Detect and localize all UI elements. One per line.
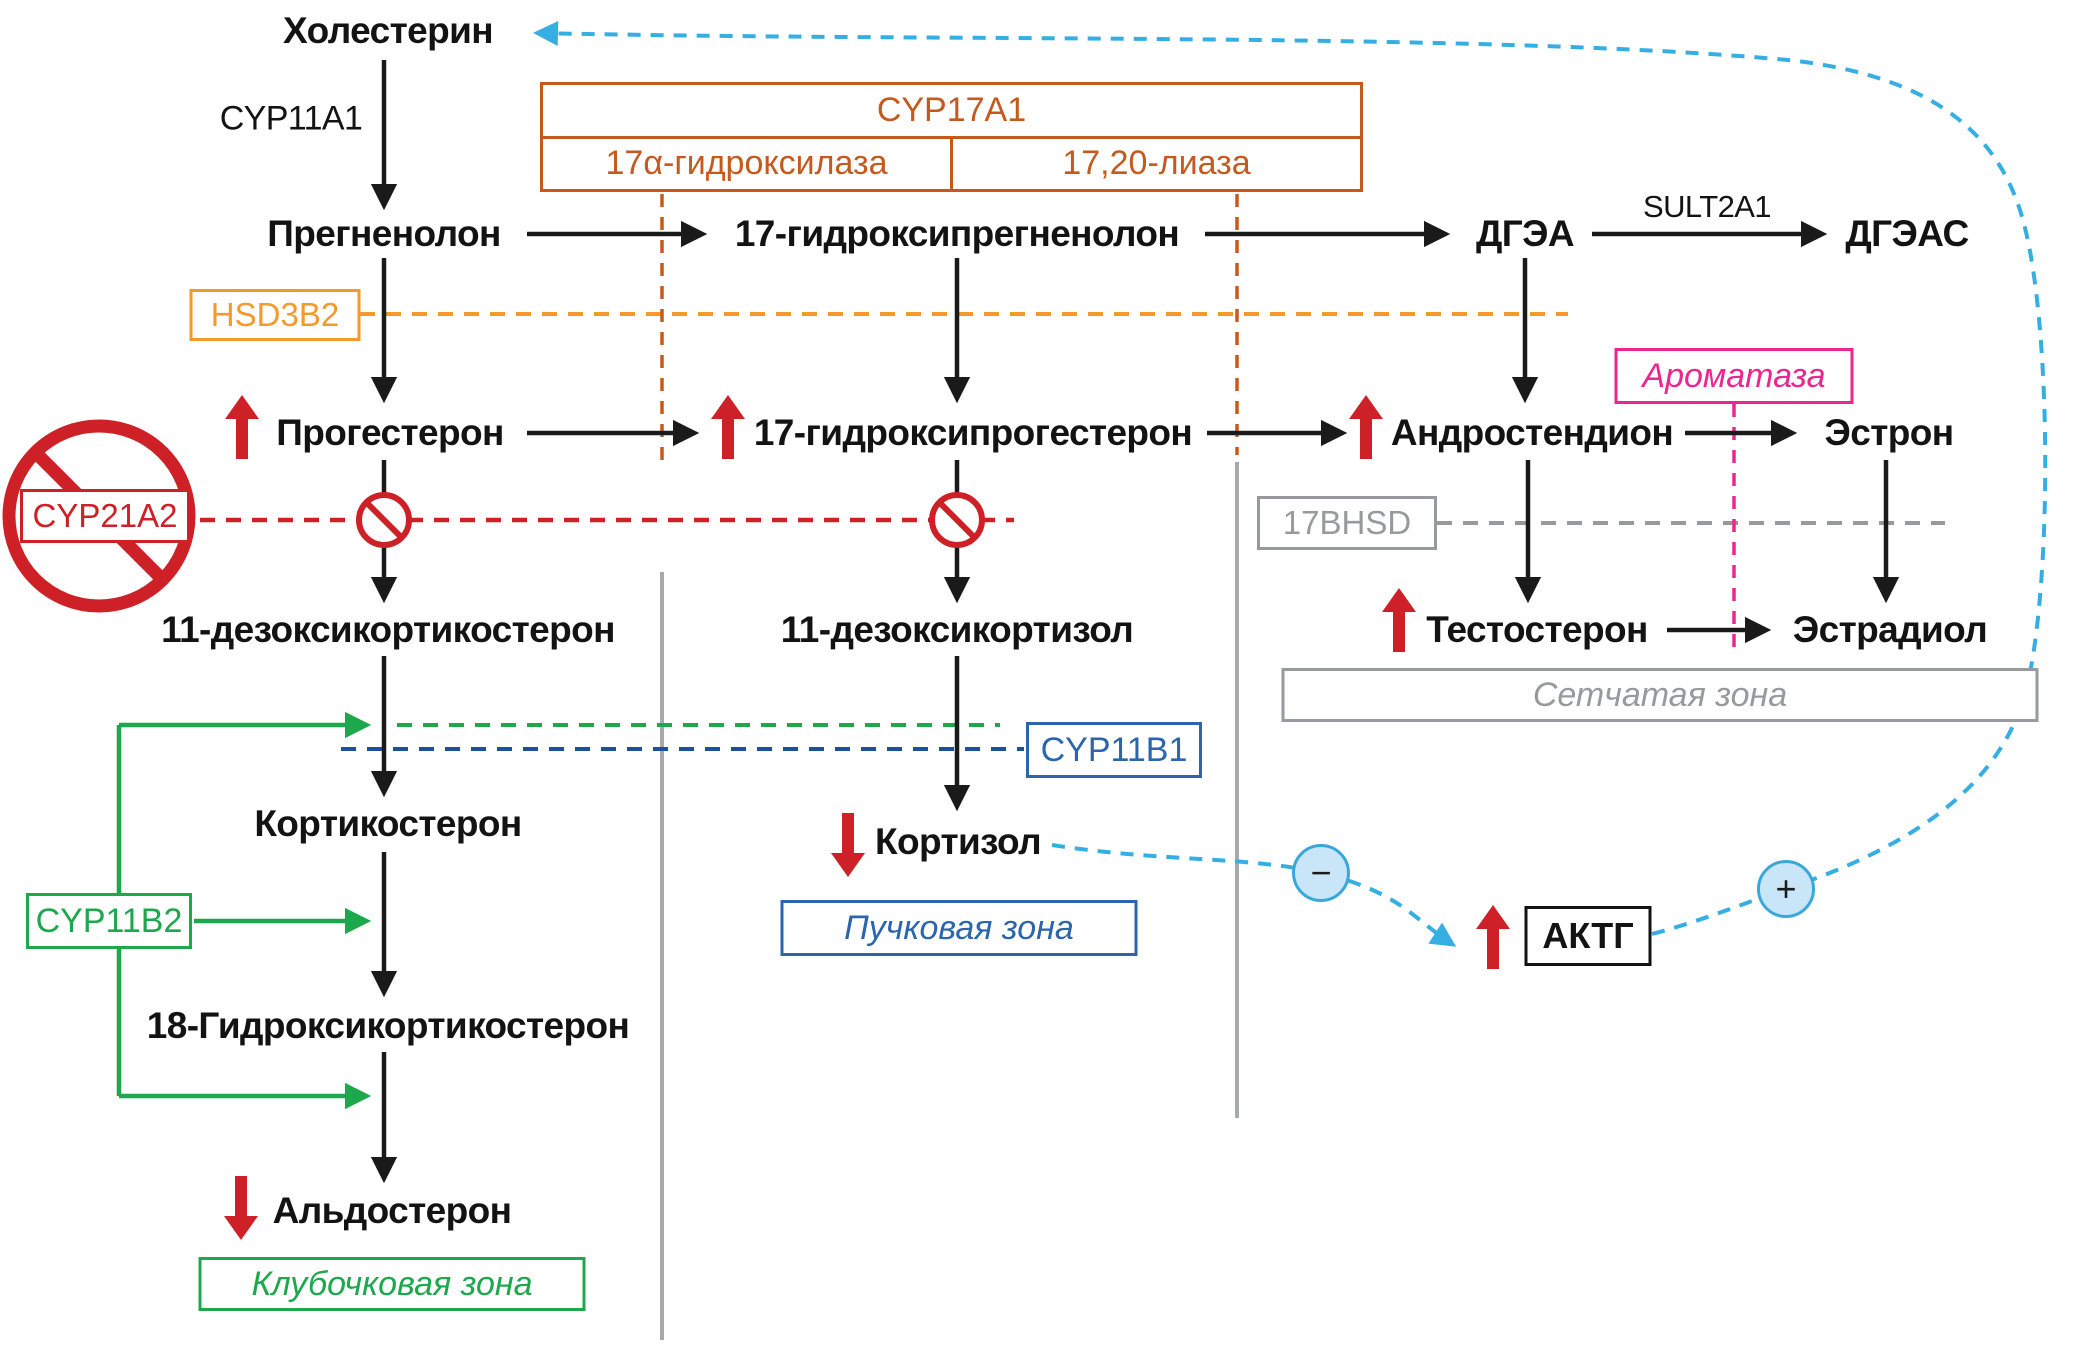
dhea-label: ДГЭА xyxy=(1476,213,1575,254)
increase-arrow-testosterone xyxy=(1382,588,1416,652)
zona-reticularis-box: Сетчатая зона xyxy=(1281,668,2039,722)
decrease-arrow-cortisol xyxy=(831,813,865,877)
cholesterol-label: Холестерин xyxy=(283,10,494,51)
estradiol-label: Эстрадиол xyxy=(1792,609,1988,650)
cyp11b2-enzyme-box: CYP11B2 xyxy=(26,893,192,949)
decrease-arrow-aldosterone xyxy=(224,1176,258,1240)
pathway-arrows xyxy=(370,60,1900,1184)
hsd3b2-enzyme-box: HSD3B2 xyxy=(189,289,361,341)
cortisol-label: Кортизол xyxy=(874,821,1042,862)
cyp17a1-enzyme-box: CYP17A1 17α-гидроксилаза 17,20-лиаза xyxy=(540,82,1363,192)
17bhsd-enzyme-box: 17BHSD xyxy=(1257,496,1437,550)
cyp11b1-enzyme-box: CYP11B1 xyxy=(1026,722,1202,778)
minus-sign: − xyxy=(1292,844,1350,902)
cyp11a1-label: CYP11A1 xyxy=(219,99,363,138)
positive-feedback-curve xyxy=(533,20,2048,936)
plus-sign: + xyxy=(1757,860,1815,918)
acth-box: АКТГ xyxy=(1524,906,1652,966)
cyp17a1-label: CYP17A1 xyxy=(543,85,1360,139)
deoxycortisol-label: 11-дезоксикортизол xyxy=(780,609,1134,650)
aldosterone-label: Альдостерон xyxy=(272,1190,512,1231)
zone-divider-lines xyxy=(660,462,1239,1340)
blocked-icon-17ohprogesterone xyxy=(929,492,985,548)
corticosterone-label: Кортикостерон xyxy=(254,803,522,844)
testosterone-label: Тестостерон xyxy=(1426,609,1648,650)
blocked-icon-progesterone xyxy=(356,492,412,548)
cyp21a2-enzyme-box: CYP21A2 xyxy=(20,489,190,543)
zona-fasciculata-box: Пучковая зона xyxy=(780,900,1138,956)
androstenedione-label: Андростендион xyxy=(1390,412,1674,453)
zona-glomerulosa-box: Клубочковая зона xyxy=(198,1257,586,1311)
pregnenolone-label: Прегненолон xyxy=(267,213,501,254)
enzyme-dashed-lines xyxy=(200,194,1945,751)
18oh-corticosterone-label: 18-Гидроксикортикостерон xyxy=(146,1005,630,1046)
increase-arrow-progesterone xyxy=(225,395,259,459)
estrone-label: Эстрон xyxy=(1824,412,1955,453)
increase-arrow-acth xyxy=(1476,905,1510,969)
increase-arrow-17ohprogesterone xyxy=(711,395,745,459)
17oh-pregnenolone-label: 17-гидроксипрегненолон xyxy=(734,213,1180,254)
dheas-label: ДГЭАС xyxy=(1845,213,1969,254)
deoxycorticosterone-label: 11-дезоксикортикостерон xyxy=(161,609,615,650)
sult2a1-label: SULT2A1 xyxy=(1643,189,1772,224)
aromatase-enzyme-box: Ароматаза xyxy=(1614,348,1854,404)
17a-hydroxylase-label: 17α-гидроксилаза xyxy=(605,144,888,183)
17-20-lyase-label: 17,20-лиаза xyxy=(950,138,1360,189)
17oh-progesterone-label: 17-гидроксипрогестерон xyxy=(753,412,1193,453)
progesterone-label: Прогестерон xyxy=(276,412,504,453)
increase-arrow-androstenedione xyxy=(1349,395,1383,459)
